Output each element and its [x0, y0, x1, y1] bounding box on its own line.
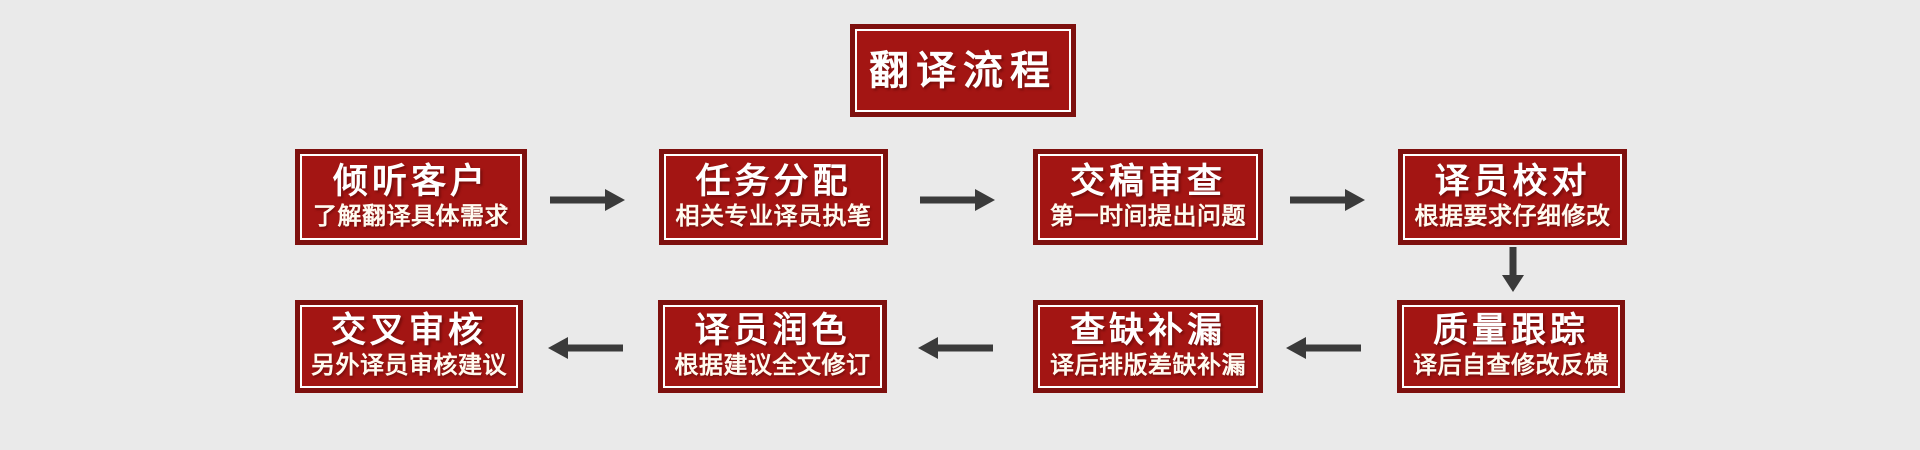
step-title: 倾听客户: [332, 161, 489, 201]
arrow-left-icon: [918, 337, 993, 359]
step-box-cross-review: 交叉审核 另外译员审核建议: [295, 300, 523, 393]
arrow-right-icon: [550, 189, 625, 211]
step-subtitle: 第一时间提出问题: [1050, 202, 1246, 230]
step-box-translator-polishing: 译员润色 根据建议全文修订: [658, 300, 887, 393]
step-title: 交稿审查: [1069, 161, 1226, 201]
flowchart-title: 翻译流程: [869, 48, 1057, 93]
step-title: 译员校对: [1434, 161, 1591, 201]
step-subtitle: 译后自查修改反馈: [1413, 352, 1609, 380]
flowchart-title-box: 翻译流程: [850, 24, 1076, 117]
arrow-left-icon: [548, 337, 623, 359]
step-subtitle: 了解翻译具体需求: [313, 202, 509, 230]
step-box-listen-clients: 倾听客户 了解翻译具体需求: [295, 149, 527, 245]
arrow-down-icon: [1502, 247, 1524, 292]
step-title: 查缺补漏: [1069, 311, 1226, 351]
arrow-left-icon: [1286, 337, 1361, 359]
step-subtitle: 译后排版差缺补漏: [1050, 352, 1246, 380]
step-box-draft-review: 交稿审查 第一时间提出问题: [1033, 149, 1263, 245]
step-subtitle: 相关专业译员执笔: [675, 202, 872, 230]
step-box-gap-filling: 查缺补漏 译后排版差缺补漏: [1033, 300, 1263, 393]
step-title: 任务分配: [695, 161, 852, 201]
arrow-right-icon: [1290, 189, 1365, 211]
step-subtitle: 根据要求仔细修改: [1414, 202, 1611, 230]
arrow-right-icon: [920, 189, 995, 211]
flowchart-title-inner: 翻译流程: [855, 29, 1071, 112]
step-subtitle: 根据建议全文修订: [674, 352, 871, 380]
step-title: 质量跟踪: [1432, 311, 1589, 351]
step-subtitle: 另外译员审核建议: [311, 352, 507, 380]
step-box-task-assignment: 任务分配 相关专业译员执笔: [659, 149, 888, 245]
step-title: 译员润色: [694, 311, 851, 351]
step-box-quality-tracking: 质量跟踪 译后自查修改反馈: [1397, 300, 1625, 393]
step-box-translator-proofreading: 译员校对 根据要求仔细修改: [1398, 149, 1627, 245]
step-title: 交叉审核: [330, 311, 487, 351]
